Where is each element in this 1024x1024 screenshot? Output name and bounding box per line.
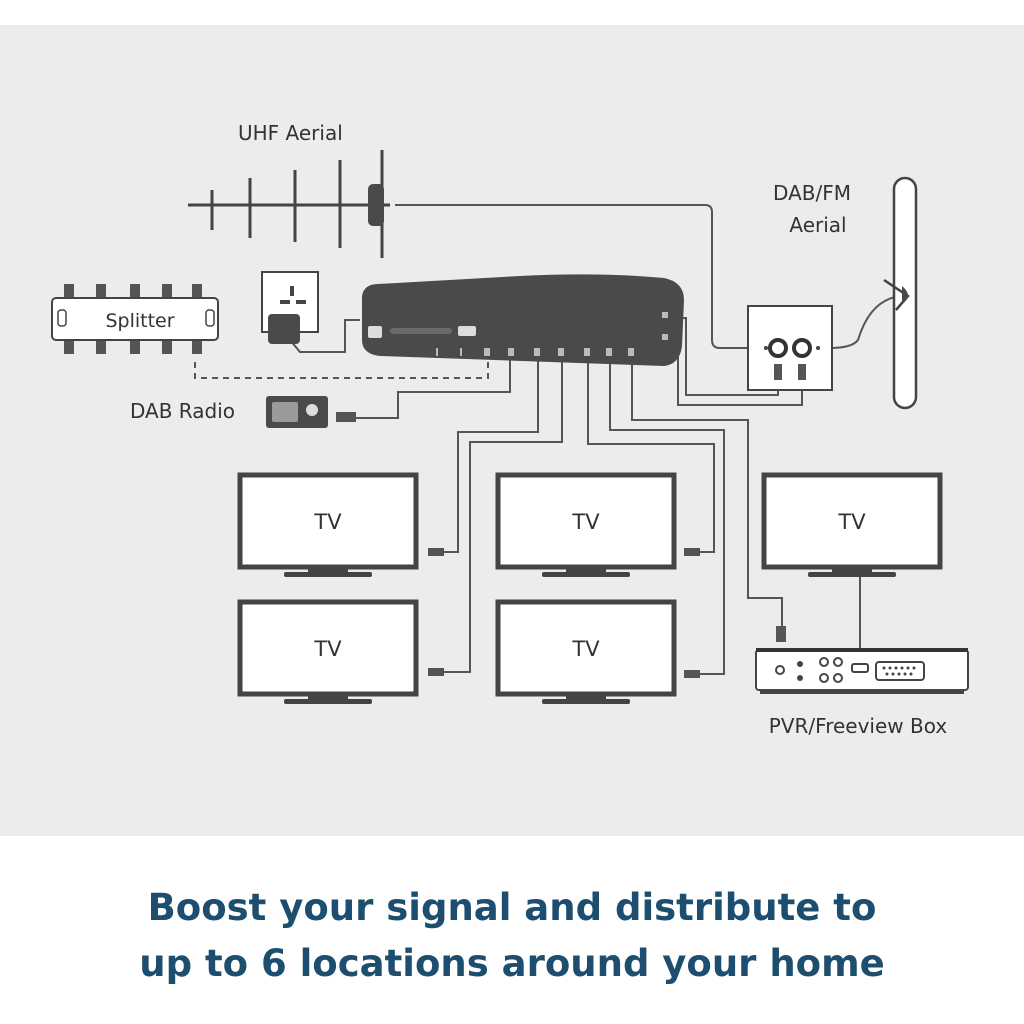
dab-fm-aerial — [883, 176, 918, 410]
tv: TV — [237, 599, 444, 704]
pvr-freeview-box — [755, 626, 969, 694]
tv: TV — [495, 599, 700, 704]
cable-power — [289, 319, 360, 353]
cable-dab-fm-aerial — [829, 295, 901, 349]
tv-label: TV — [571, 510, 600, 534]
dab-fm-aerial-label-line1: DAB/FM — [773, 181, 851, 205]
pvr-box-label: PVR/Freeview Box — [769, 714, 948, 738]
tv-label: TV — [313, 637, 342, 661]
dab-fm-aerial-label-line2: Aerial — [789, 213, 846, 237]
uhf-aerial — [188, 150, 390, 258]
cable-dab-radio — [355, 358, 511, 419]
cable-tv-4 — [609, 358, 725, 675]
aerial-wall-plate — [747, 305, 833, 391]
tv: TV — [495, 472, 700, 577]
dab-radio-label: DAB Radio — [130, 399, 235, 423]
uhf-aerial-label: UHF Aerial — [238, 121, 343, 145]
caption: Boost your signal and distribute to up t… — [0, 880, 1024, 992]
splitter-label: Splitter — [105, 310, 174, 332]
cable-tv-2 — [442, 358, 563, 673]
cable-tv-3 — [587, 358, 715, 553]
caption-line-1: Boost your signal and distribute to — [147, 886, 877, 929]
mains-socket — [261, 271, 319, 344]
cable-tv-1 — [442, 358, 539, 553]
cable-uhf-aerial — [395, 204, 752, 349]
cable-splitter — [194, 358, 489, 379]
diagram-panel: UHF Aerial DAB/FM Aerial — [0, 25, 1024, 836]
dab-radio — [266, 396, 356, 428]
installation-diagram: UHF Aerial DAB/FM Aerial — [51, 121, 969, 738]
tv: TV — [761, 472, 943, 577]
tv-label: TV — [313, 510, 342, 534]
tv-label: TV — [837, 510, 866, 534]
tv: TV — [237, 472, 444, 577]
tv-label: TV — [571, 637, 600, 661]
signal-amplifier — [362, 274, 684, 366]
caption-line-2: up to 6 locations around your home — [139, 942, 885, 985]
cable-pvr — [631, 358, 783, 628]
splitter — [51, 284, 219, 354]
